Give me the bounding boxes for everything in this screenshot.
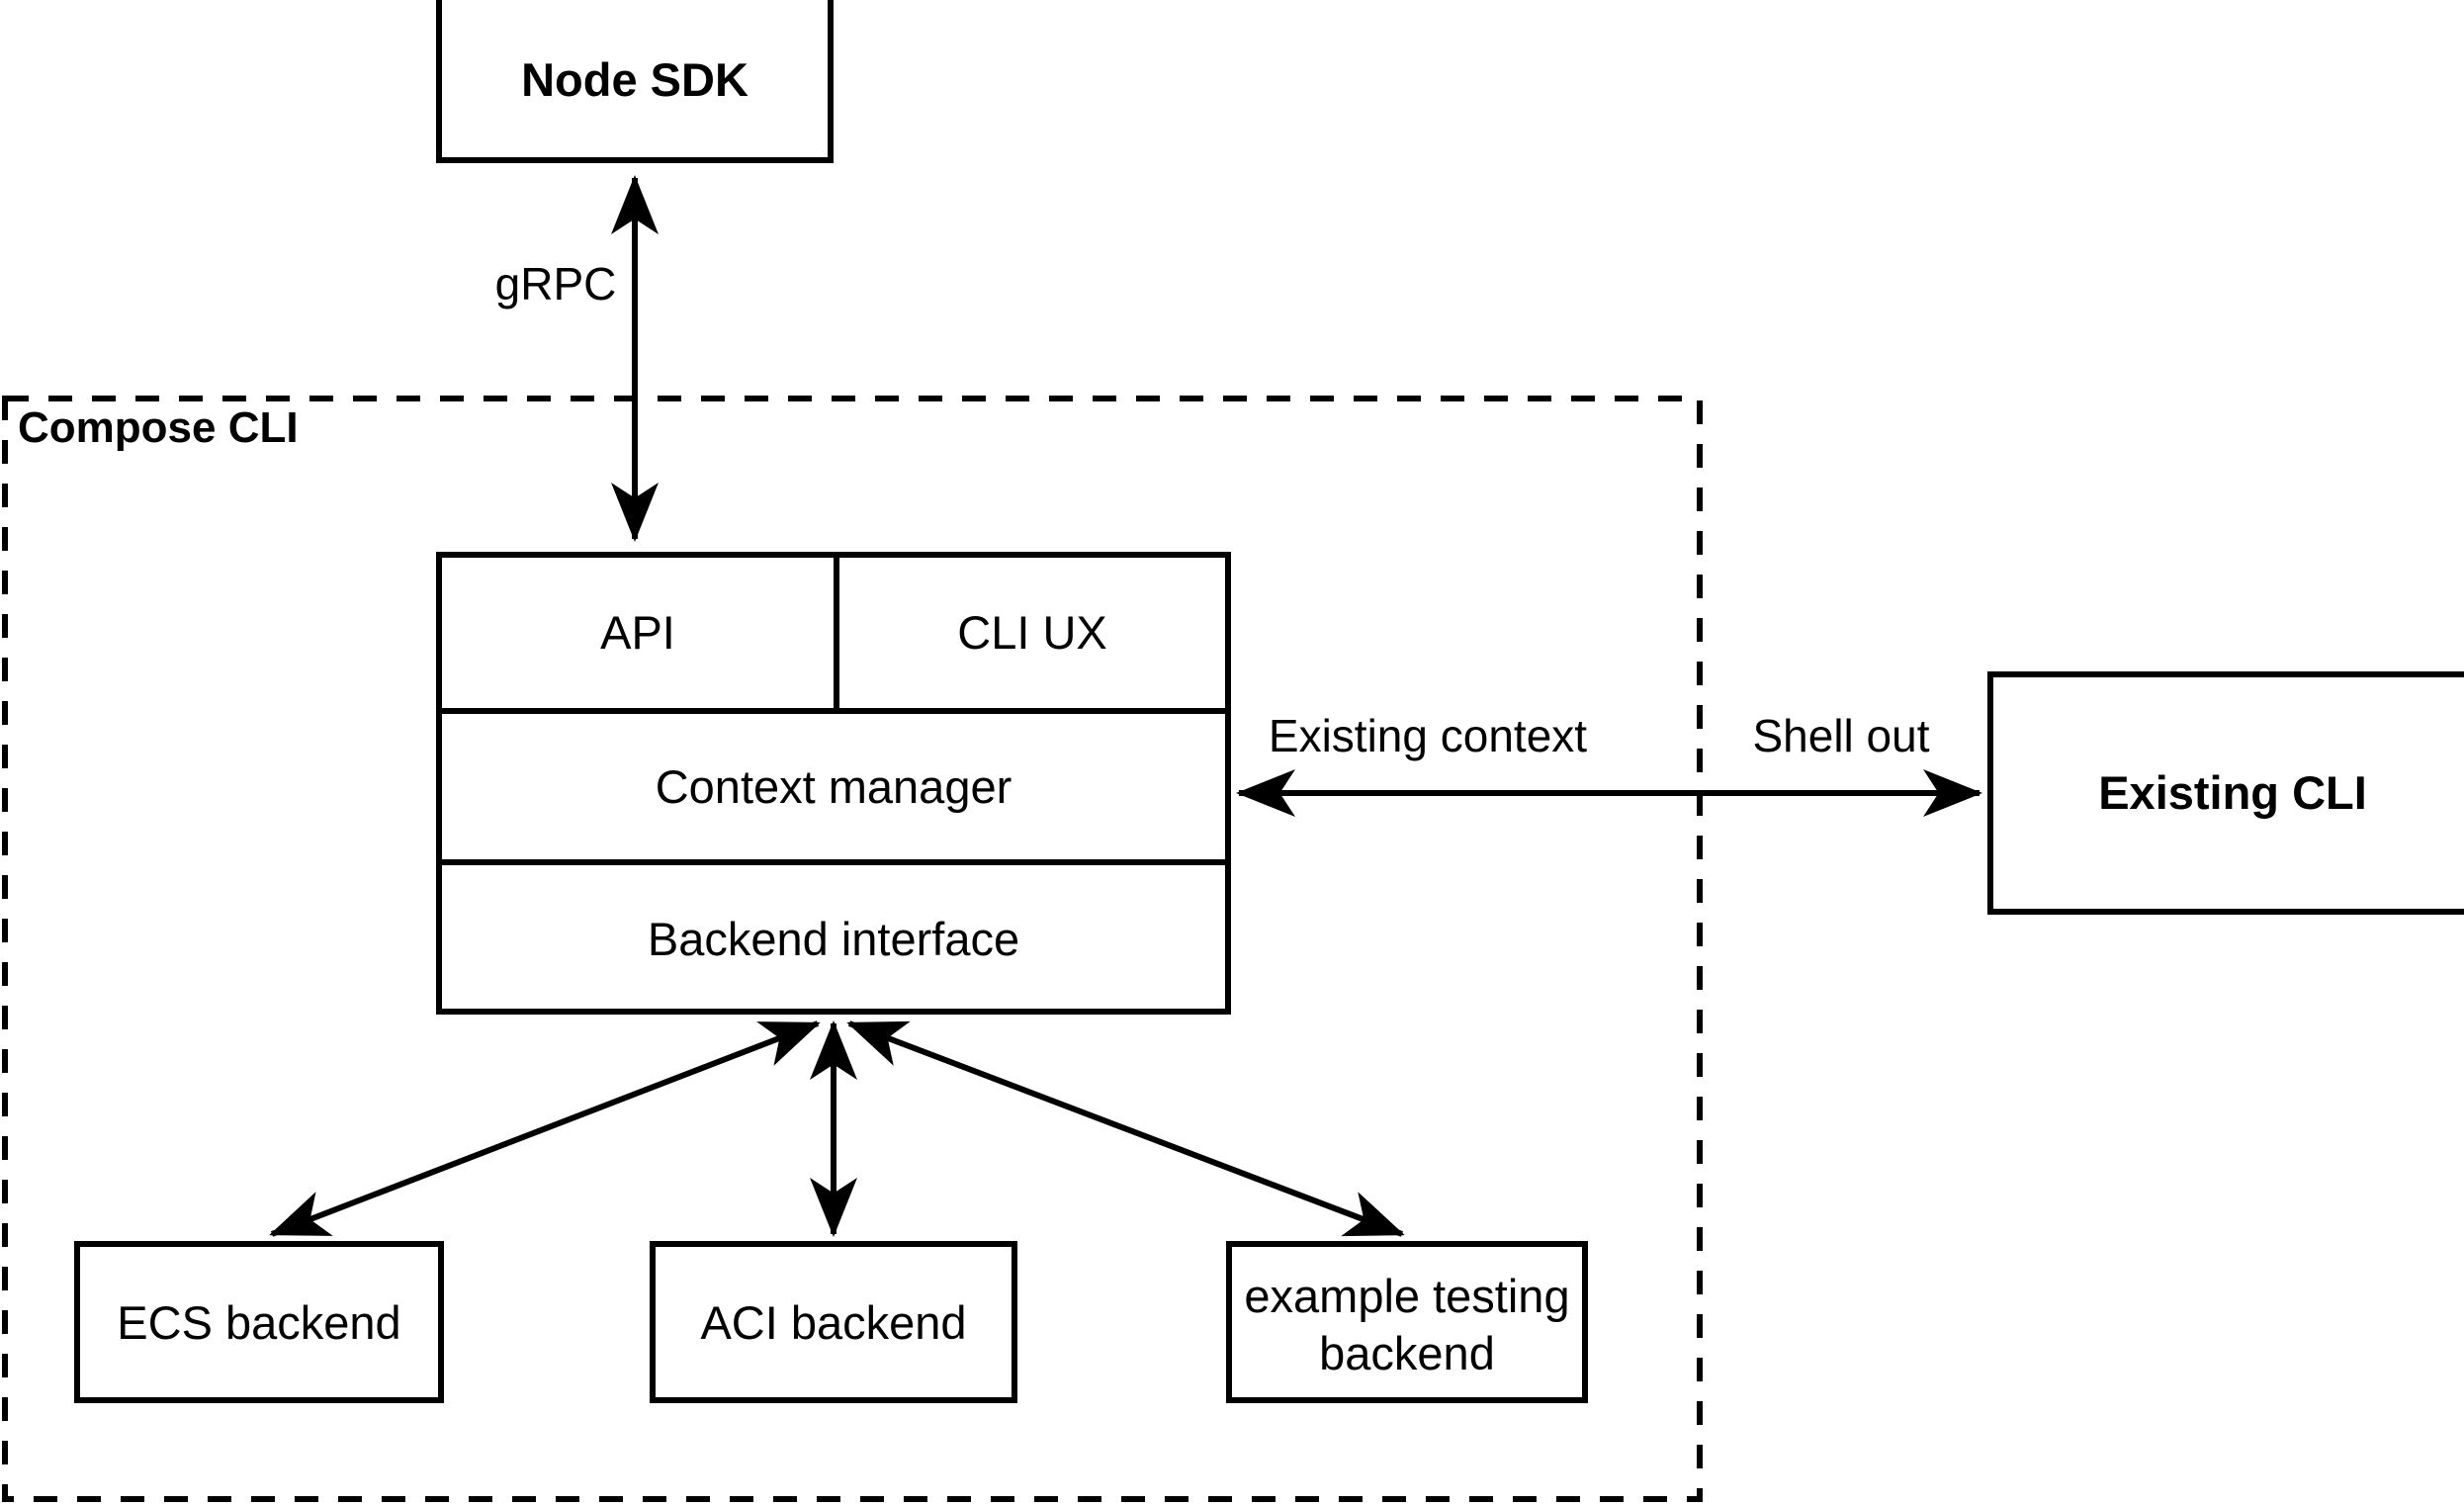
grpc-edge-label: gRPC (495, 258, 617, 310)
ecs-backend-label: ECS backend (117, 1296, 400, 1349)
backend-interface-label: Backend interface (648, 913, 1019, 965)
aci-backend-label: ACI backend (700, 1296, 966, 1349)
compose-cli-group-border (2, 396, 1703, 1502)
existing-cli-box[interactable] (1987, 671, 2464, 915)
existing-cli-label: Existing CLI (2098, 766, 2367, 819)
ecs-backend-box[interactable] (74, 1241, 444, 1403)
node-sdk-label: Node SDK (521, 53, 748, 106)
example-testing-backend-label-line2: backend (1319, 1327, 1495, 1379)
existing-context-label: Existing context (1269, 710, 1587, 761)
example-testing-backend-label-line1: example testing (1244, 1270, 1569, 1322)
aci-backend-box[interactable] (650, 1241, 1017, 1403)
backend-interface-to-ecs-edge (269, 1020, 821, 1237)
compose-cli-group-label: Compose CLI (18, 403, 299, 452)
backend-interface-to-example-edge (846, 1020, 1405, 1237)
shell-out-label: Shell out (1752, 710, 1929, 761)
example-testing-backend-box[interactable] (1226, 1241, 1588, 1403)
cli-ux-label: CLI UX (957, 606, 1107, 659)
node-sdk-box[interactable] (436, 0, 834, 163)
api-label: API (600, 606, 675, 659)
context-manager-label: Context manager (656, 760, 1012, 813)
